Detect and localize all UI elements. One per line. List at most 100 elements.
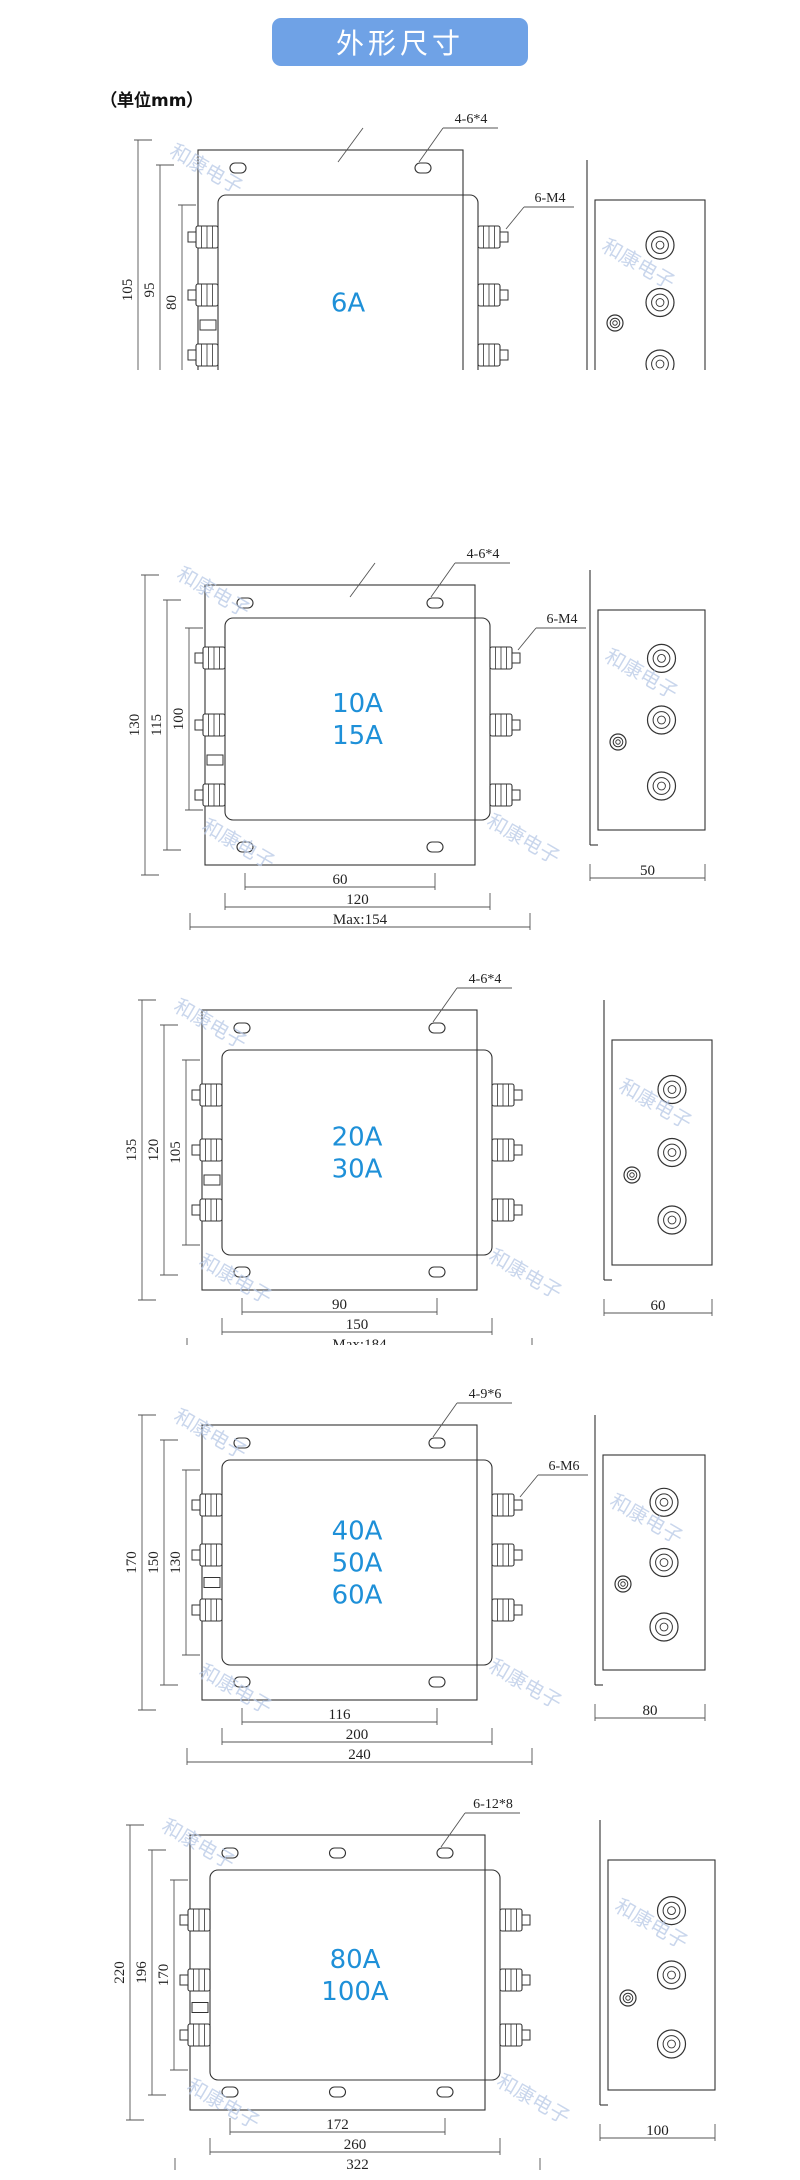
ground-screw bbox=[203, 1577, 221, 1588]
terminal-stud bbox=[191, 1598, 223, 1622]
height-outer-label: 220 bbox=[112, 1961, 128, 1984]
watermark: 和康电子 bbox=[483, 809, 564, 870]
terminal-stud bbox=[491, 1493, 523, 1517]
unit-note: （单位mm） bbox=[100, 91, 204, 111]
side-body bbox=[594, 199, 706, 370]
height-inner-label: 100 bbox=[171, 708, 187, 731]
terminal-stud bbox=[187, 225, 219, 249]
width-max-label: Max:184 bbox=[332, 1337, 387, 1345]
height-mid-label: 150 bbox=[146, 1551, 162, 1574]
height-mid-label: 95 bbox=[142, 283, 158, 298]
side-body bbox=[602, 1454, 706, 1671]
width-body-label: 120 bbox=[346, 892, 369, 908]
terminal-stud bbox=[194, 783, 226, 807]
height-mid-label: 115 bbox=[149, 714, 165, 736]
width-max-label: 322 bbox=[346, 2157, 369, 2170]
mounting-slot bbox=[428, 1266, 446, 1278]
filter-body bbox=[209, 1869, 501, 2081]
height-mid-label: 196 bbox=[134, 1961, 150, 1984]
mounting-slot bbox=[428, 1022, 446, 1034]
stud-spec-label: 6-M4 bbox=[534, 191, 565, 206]
mounting-slot bbox=[233, 1266, 251, 1278]
mounting-slot bbox=[436, 1847, 454, 1859]
terminal-stud bbox=[491, 1543, 523, 1567]
terminal-stud bbox=[499, 1908, 531, 1932]
terminal-stud bbox=[191, 1083, 223, 1107]
width-holes-label: 172 bbox=[326, 2117, 349, 2133]
height-outer-label: 170 bbox=[124, 1551, 140, 1574]
filter-body bbox=[221, 1049, 493, 1256]
terminal-stud bbox=[499, 1968, 531, 1992]
terminal-stud bbox=[191, 1138, 223, 1162]
page-title: 外形尺寸 bbox=[272, 18, 528, 66]
terminal-stud bbox=[187, 343, 219, 367]
depth-label: 50 bbox=[640, 863, 655, 879]
side-body bbox=[607, 1859, 716, 2091]
terminal-stud bbox=[489, 713, 521, 737]
width-body-label: 260 bbox=[344, 2137, 367, 2153]
hole-spec-label: 4-9*6 bbox=[469, 1387, 502, 1402]
mounting-slot bbox=[221, 1847, 239, 1859]
hole-spec-label: 4-6*4 bbox=[469, 972, 502, 987]
hole-spec-label: 6-12*8 bbox=[473, 1797, 513, 1812]
side-view: 80 bbox=[594, 1415, 706, 1721]
mounting-slot bbox=[428, 1676, 446, 1688]
rating-label: 6A bbox=[331, 289, 366, 319]
watermark: 和康电子 bbox=[485, 1654, 566, 1715]
width-holes-label: 60 bbox=[333, 872, 348, 888]
watermark: 和康电子 bbox=[158, 1814, 239, 1875]
terminal-stud bbox=[489, 646, 521, 670]
mounting-slot bbox=[233, 1022, 251, 1034]
height-inner-label: 130 bbox=[168, 1551, 184, 1574]
watermark: 和康电子 bbox=[195, 1659, 276, 1720]
terminal-stud bbox=[491, 1138, 523, 1162]
filter-body bbox=[224, 617, 491, 821]
side-view: 60 bbox=[603, 1000, 713, 1316]
terminal-stud bbox=[477, 225, 509, 249]
watermark: 和康电子 bbox=[493, 2069, 574, 2130]
height-mid-label: 120 bbox=[146, 1139, 162, 1162]
terminal-stud bbox=[491, 1083, 523, 1107]
rating-label: 30A bbox=[332, 1155, 383, 1185]
terminal-stud bbox=[194, 646, 226, 670]
width-holes-label: 90 bbox=[332, 1297, 347, 1313]
watermark: 和康电子 bbox=[170, 1404, 251, 1465]
mounting-slot bbox=[426, 841, 444, 853]
width-body-label: 150 bbox=[346, 1317, 369, 1333]
height-outer-label: 130 bbox=[127, 714, 143, 737]
watermark: 和康电子 bbox=[183, 2074, 264, 2135]
side-body bbox=[597, 609, 706, 831]
side-view: 42 bbox=[586, 160, 706, 370]
filter-body bbox=[217, 194, 479, 370]
depth-label: 80 bbox=[643, 1703, 658, 1719]
ground-screw bbox=[203, 1174, 221, 1186]
mounting-slot bbox=[436, 2086, 454, 2098]
hole-spec-label: 4-6*4 bbox=[455, 112, 488, 127]
rating-label: 100A bbox=[321, 1977, 389, 2007]
stud-spec-label: 6-M6 bbox=[548, 1459, 579, 1474]
ground-screw bbox=[206, 754, 224, 766]
terminal-stud bbox=[179, 1968, 211, 1992]
width-body-label: 200 bbox=[346, 1727, 369, 1743]
watermark: 和康电子 bbox=[195, 1249, 276, 1310]
mounting-slot bbox=[236, 841, 254, 853]
ground-screw bbox=[191, 2002, 209, 2013]
height-inner-label: 80 bbox=[164, 295, 180, 310]
depth-label: 100 bbox=[646, 2123, 669, 2139]
mounting-slot bbox=[233, 1676, 251, 1688]
rating-label: 10A bbox=[332, 689, 383, 719]
front-view: 6A4-6*46-M410595805096Max:130 bbox=[120, 112, 574, 370]
terminal-stud bbox=[477, 283, 509, 307]
terminal-stud bbox=[179, 2023, 211, 2047]
terminal-stud bbox=[477, 343, 509, 367]
mounting-slot bbox=[414, 162, 432, 174]
rating-label: 80A bbox=[330, 1945, 381, 1975]
